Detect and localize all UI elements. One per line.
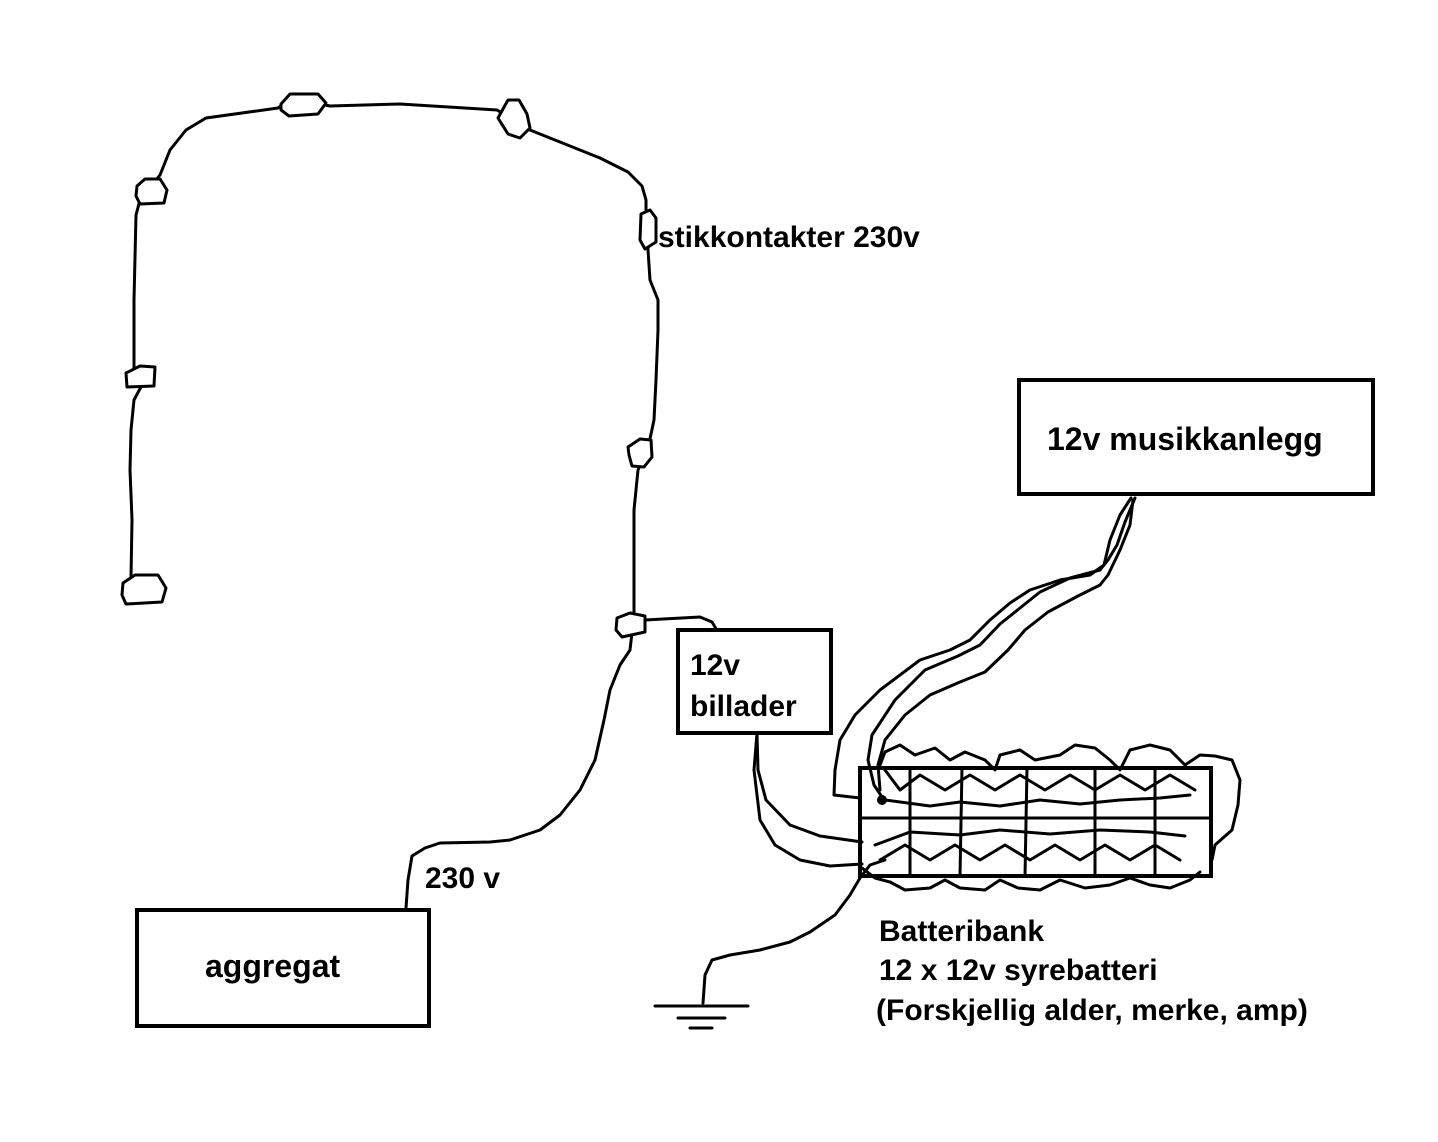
battery-label-line2: 12 x 12v syrebatteri: [879, 954, 1158, 987]
battery-label-line3: (Forskjellig alder, merke, amp): [876, 994, 1308, 1027]
music-cable-a: [832, 496, 1133, 800]
charger-lead-negative: [752, 731, 864, 868]
outlet-6-icon: [638, 208, 658, 251]
music-cable-b: [866, 496, 1137, 802]
generator-box: [135, 908, 431, 1028]
charger-lead-positive: [755, 731, 864, 844]
outlets-label: stikkontakter 230v: [658, 221, 920, 254]
ground-cable: [701, 858, 887, 1005]
battery-interconnect-top: [883, 793, 1192, 808]
outlet-7-icon: [626, 437, 654, 469]
battery-outline-scribble: [860, 743, 1242, 892]
battery-label-line1: Batteribank: [879, 915, 1044, 948]
music-cable-terminal: [877, 795, 887, 805]
outlet-cable: [128, 101, 660, 910]
battery-bank: [858, 743, 1242, 892]
charger-label-line1: 12v: [690, 649, 740, 682]
music-system-label: 12v musikkanlegg: [1047, 421, 1323, 457]
outlet-5-icon: [496, 98, 532, 140]
battery-cell-divider-3: [1023, 766, 1029, 878]
battery-cell-divider-2: [958, 766, 964, 878]
charger-label-line2: billader: [690, 690, 797, 723]
outlet-3-icon: [134, 177, 169, 206]
outlet-8-icon: [614, 611, 647, 639]
outlet-1-icon: [120, 573, 168, 606]
battery-zigzag-top: [883, 768, 1197, 792]
voltage-label: 230 v: [425, 862, 500, 895]
generator-label: aggregat: [205, 948, 340, 984]
battery-interconnect-bottom: [873, 828, 1187, 847]
outlet-2-icon: [124, 364, 157, 389]
music-cable-c: [876, 498, 1135, 792]
battery-frame: [858, 766, 1213, 878]
outlet-4-icon: [279, 92, 328, 118]
charger-feed-cable: [643, 615, 720, 634]
charger-box: [676, 628, 833, 735]
battery-zigzag-bottom: [878, 843, 1182, 862]
music-system-box: [1017, 378, 1375, 496]
